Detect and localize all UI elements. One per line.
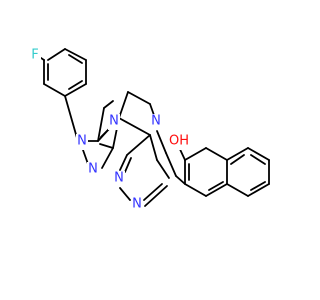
bond (124, 157, 132, 173)
bond (99, 143, 114, 149)
bond (119, 187, 131, 201)
bond (101, 147, 114, 169)
bond (119, 154, 128, 171)
bond (64, 95, 78, 139)
bond (68, 54, 83, 64)
atom-label-n-pyrazole-1: N (77, 134, 87, 149)
bond (156, 159, 170, 179)
bond (43, 83, 66, 97)
bond (184, 183, 207, 197)
atom-label-n-triazole-bridge: N (151, 114, 161, 129)
label-bg (113, 171, 125, 187)
bond (118, 91, 129, 119)
bond (205, 183, 228, 197)
bond (118, 117, 151, 136)
atom-label-n-triazole-1: N (114, 171, 124, 186)
label-bg (131, 197, 143, 213)
bond (143, 183, 163, 201)
atom-label-f: F (31, 48, 38, 63)
bond (165, 152, 177, 177)
bond (64, 48, 87, 61)
bond (175, 175, 186, 185)
label-bg (150, 114, 162, 130)
bond (126, 134, 151, 156)
bond (226, 183, 249, 197)
label-bg (76, 134, 88, 150)
label-bg (29, 48, 41, 64)
label-bg (108, 114, 120, 130)
bond (103, 100, 114, 109)
bond (47, 48, 66, 61)
bond (149, 134, 158, 161)
bond (250, 181, 266, 191)
bond (230, 154, 245, 165)
atom-label-hydroxyl: OH (169, 134, 189, 149)
bond (247, 183, 270, 197)
bond (68, 80, 83, 90)
bond (127, 91, 151, 105)
molecule-structure: F N N N N N N OH (29, 47, 270, 213)
bond (156, 130, 167, 154)
bond (205, 147, 228, 161)
bond (82, 149, 89, 165)
bond (250, 154, 266, 165)
bond (226, 147, 249, 161)
bond (208, 181, 224, 191)
atom-label-n-triazole-2: N (132, 197, 142, 212)
bond (64, 83, 87, 97)
atom-label-n-pyrazole-2: N (88, 162, 98, 177)
atom-labels: F N N N N N N OH (29, 48, 190, 213)
label-bg (87, 162, 99, 178)
bond (247, 147, 270, 161)
atom-label-n-pyrimidine: N (109, 114, 119, 129)
bond (144, 185, 168, 207)
bond (97, 107, 105, 142)
label-bg (168, 134, 190, 150)
bond (184, 147, 207, 161)
